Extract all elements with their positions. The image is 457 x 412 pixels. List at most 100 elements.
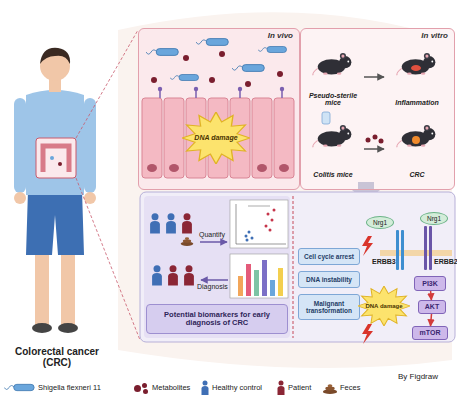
legend-text: Healthy control xyxy=(212,383,262,392)
mechanism-panel xyxy=(246,239,249,242)
mechanism-panel xyxy=(140,192,455,342)
mechanism-panel xyxy=(362,324,373,344)
node-text: Nrg1 xyxy=(427,215,441,222)
free-label: Quantify xyxy=(199,231,225,238)
connector-arrow xyxy=(364,76,384,78)
mechanism-panel xyxy=(182,213,192,233)
patient-figure xyxy=(58,323,78,333)
dna-damage-burst: DNA damage xyxy=(182,112,250,164)
in-vivo-scene xyxy=(183,55,189,61)
legend-icons xyxy=(323,384,337,394)
in-vivo-scene xyxy=(238,87,242,91)
in-vivo-scene xyxy=(169,164,179,172)
mechanism-panel xyxy=(230,254,288,298)
pathway-box: AKT xyxy=(418,300,446,314)
in-vivo-scene xyxy=(252,98,272,178)
node-text: AKT xyxy=(425,303,439,311)
legend-icons xyxy=(4,384,34,390)
node-text: DNA damage xyxy=(365,303,402,310)
in-vivo-scene xyxy=(142,98,162,178)
in-vivo-scene xyxy=(209,77,215,83)
in-vivo-scene xyxy=(146,49,178,56)
in-vivo-scene xyxy=(258,47,287,53)
mouse-group: Inflammation xyxy=(384,46,450,108)
mechanism-panel xyxy=(184,265,194,285)
in-vivo-scene xyxy=(257,164,267,172)
mechanism-panel xyxy=(429,226,432,270)
in-vivo-scene xyxy=(160,90,282,98)
mechanism-panel xyxy=(270,280,275,296)
node-text: CRC xyxy=(409,171,424,179)
free-label: Colorectal cancer (CRC) xyxy=(2,346,112,368)
mechanism-panel xyxy=(273,209,276,212)
in-vitro-scene xyxy=(411,65,421,71)
in-vivo-scene xyxy=(138,28,300,190)
free-label: Diagnosis xyxy=(197,283,228,290)
node-text: In vivo xyxy=(268,32,293,41)
mechanism-panel xyxy=(293,196,294,338)
intestine-backdrop xyxy=(118,12,452,368)
dna-damage-burst: DNA damage xyxy=(358,286,410,326)
patient-figure xyxy=(26,190,84,255)
patient-figure xyxy=(76,30,138,138)
node-text: Nrg1 xyxy=(373,219,387,226)
legend-text: Feces xyxy=(340,383,360,392)
node-text: Colitis mice xyxy=(313,171,352,179)
patient-figure xyxy=(84,98,96,193)
in-vitro-scene xyxy=(379,139,384,144)
legend-text: Shigella flexneri 11 xyxy=(38,383,101,392)
pathway-box: mTOR xyxy=(412,326,448,340)
connector-arrow xyxy=(364,148,384,150)
patient-figure xyxy=(36,138,76,178)
free-label: ERBB2 xyxy=(434,258,457,265)
outcome-box: Cell cycle arrest xyxy=(298,248,360,265)
mechanism-panel xyxy=(248,206,270,207)
node-text: Cell cycle arrest xyxy=(304,253,354,260)
mechanism-panel xyxy=(262,260,267,296)
node-text: Malignant transformation xyxy=(301,300,357,314)
legend-text: Patient xyxy=(288,383,311,392)
in-vitro-scene xyxy=(313,53,352,75)
in-vivo-scene xyxy=(277,71,283,77)
mechanism-panel xyxy=(362,236,373,256)
in-vivo-panel: In vivoDNA damage xyxy=(138,28,300,190)
outcome-box: Malignant transformation xyxy=(298,294,360,320)
in-vivo-scene xyxy=(147,164,157,172)
mechanism-panel xyxy=(380,250,452,256)
patient-figure xyxy=(40,48,70,64)
burst-shape xyxy=(358,286,410,326)
patient-figure xyxy=(14,192,26,204)
node-text: Inflammation xyxy=(395,99,439,107)
legend-swatch-dot xyxy=(143,389,148,394)
free-label: By Figdraw xyxy=(398,372,438,381)
legend-text: Metabolites xyxy=(152,383,190,392)
mechanism-panel xyxy=(265,225,268,228)
in-vivo-scene xyxy=(280,87,284,91)
node-text: mTOR xyxy=(420,329,441,337)
ligand-oval: Nrg1 xyxy=(420,212,448,225)
mechanism-panel xyxy=(230,200,288,248)
mechanism-panel xyxy=(144,196,290,338)
in-vivo-scene xyxy=(274,98,294,178)
mechanism-panel xyxy=(278,268,283,296)
mechanism-panel xyxy=(245,235,248,238)
in-vitro-scene xyxy=(366,138,371,143)
legend-icons xyxy=(4,381,337,396)
in-vivo-scene xyxy=(232,65,264,72)
patient-figure xyxy=(76,178,140,340)
in-vivo-scene xyxy=(138,28,300,190)
node-text: PI3K xyxy=(422,280,438,288)
node-text: In vitro xyxy=(421,32,448,41)
burst-shape xyxy=(182,112,250,164)
in-vitro-scene xyxy=(300,28,455,190)
connector-arrow xyxy=(430,291,432,300)
in-vivo-scene xyxy=(170,75,199,81)
mechanism-panel xyxy=(181,237,194,246)
in-vitro-scene xyxy=(313,125,352,147)
in-vivo-scene xyxy=(219,51,225,57)
legend-icons xyxy=(202,381,209,396)
mechanism-panel xyxy=(166,213,176,233)
legend-icons xyxy=(278,381,285,396)
patient-figure xyxy=(61,245,75,325)
node-text: Pseudo-sterile mice xyxy=(302,92,364,107)
